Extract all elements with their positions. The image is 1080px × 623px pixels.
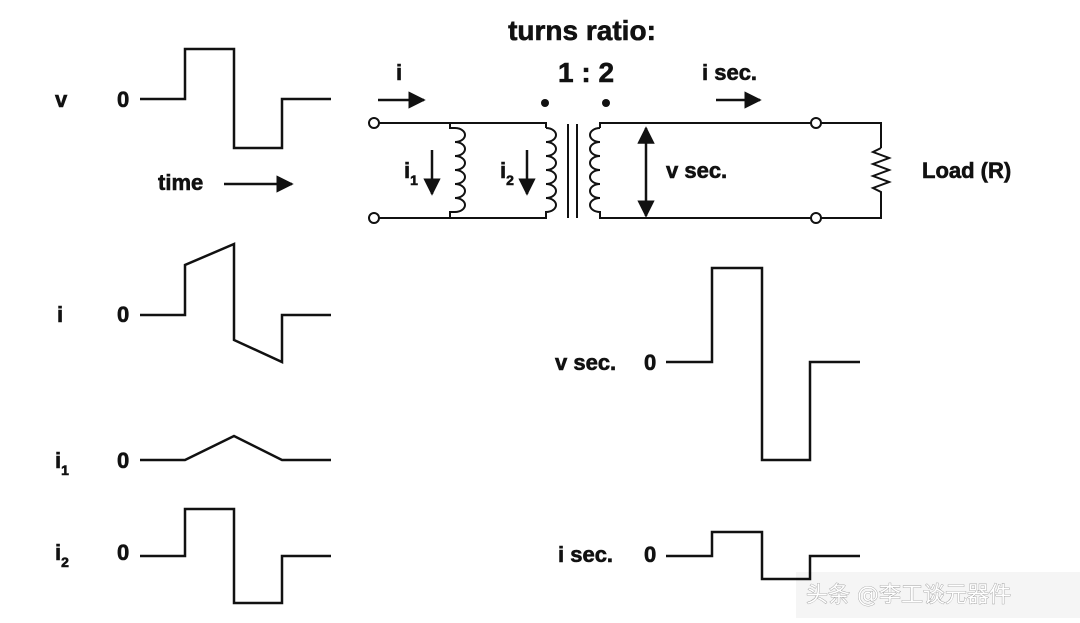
load-top-wire <box>821 122 882 148</box>
waveform-v: v 0 <box>55 47 331 150</box>
primary-winding <box>545 127 557 213</box>
turns-ratio-title: turns ratio: <box>508 15 656 46</box>
circuit-i-label: i <box>396 60 402 85</box>
waveform-i-label: i <box>57 302 63 327</box>
waveform-i2: i2 0 <box>55 507 331 605</box>
waveform-i-zero: 0 <box>117 302 129 327</box>
circuit-i1-label: i1 <box>404 158 418 188</box>
secondary-top-rail <box>599 122 811 128</box>
time-label: time <box>158 170 203 195</box>
waveform-i-sec-label: i sec. <box>558 542 613 567</box>
circuit-i-sec-label: i sec. <box>702 60 757 85</box>
circuit-i2-label: i2 <box>500 158 514 188</box>
circuit-v-sec-label: v sec. <box>666 158 727 183</box>
waveform-v-sec-label: v sec. <box>555 350 616 375</box>
waveform-v-sec: v sec. 0 <box>555 266 860 462</box>
waveform-v-sec-zero: 0 <box>644 350 656 375</box>
input-terminal-top <box>368 117 380 129</box>
waveform-i-sec: i sec. 0 <box>558 530 860 581</box>
output-terminal-bottom <box>810 212 822 224</box>
magnetizing-inductor <box>449 123 466 218</box>
waveform-i-sec-trace <box>666 530 860 581</box>
waveform-v-label: v <box>55 87 68 112</box>
load-resistor <box>870 147 892 196</box>
waveform-v-trace <box>140 47 331 150</box>
primary-bottom-rail <box>379 213 547 219</box>
waveform-i2-zero: 0 <box>117 540 129 565</box>
time-indicator: time <box>158 170 294 195</box>
waveform-v-sec-trace <box>666 266 860 462</box>
secondary-polarity-dot <box>602 99 610 107</box>
waveform-i1-zero: 0 <box>117 448 129 473</box>
waveform-i1-label: i1 <box>55 448 69 478</box>
waveform-i: i 0 <box>57 242 331 364</box>
waveform-v-zero: 0 <box>117 87 129 112</box>
output-terminal-top <box>810 117 822 129</box>
turns-ratio-value: 1 : 2 <box>558 57 614 88</box>
primary-polarity-dot <box>541 99 549 107</box>
waveform-i2-trace <box>140 507 331 605</box>
primary-top-rail <box>379 122 547 128</box>
watermark-backdrop <box>796 572 1080 618</box>
load-bottom-wire <box>821 196 882 219</box>
waveform-i2-label: i2 <box>55 540 69 570</box>
input-terminal-bottom <box>368 212 380 224</box>
transformer-circuit: i i sec. Load (R) <box>368 60 1012 224</box>
secondary-bottom-rail <box>599 213 811 219</box>
watermark: 头条 @李工谈元器件 <box>806 583 1011 608</box>
waveform-i1: i1 0 <box>55 434 331 478</box>
waveform-i-sec-zero: 0 <box>644 542 656 567</box>
secondary-winding <box>589 127 601 213</box>
waveform-i-trace <box>140 242 331 364</box>
waveform-i1-trace <box>140 434 331 462</box>
load-label: Load (R) <box>922 158 1011 183</box>
